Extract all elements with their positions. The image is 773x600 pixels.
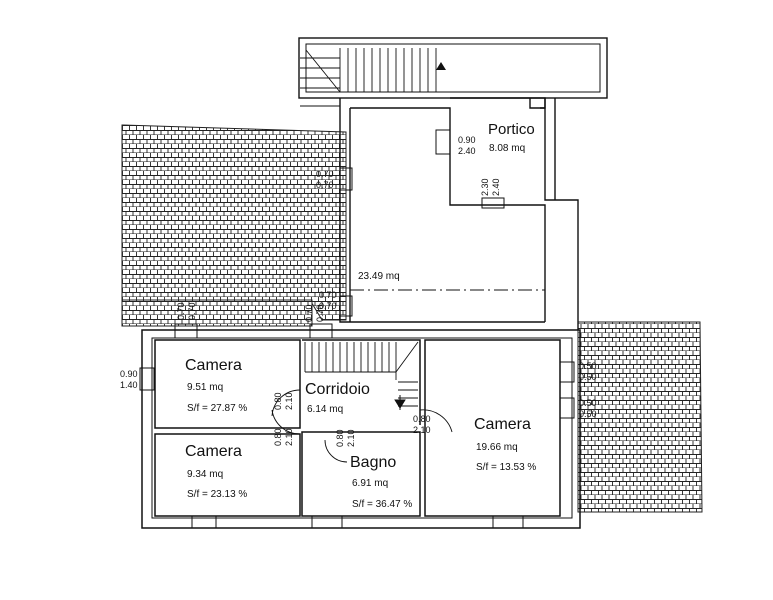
door-camera-1-width: 0.80 [273,392,283,410]
portico-door-height: 2.40 [458,146,476,156]
stairs-lower [304,341,419,410]
terrace-window-width: 0.70 [316,169,334,179]
camera-1-ratio: S/f = 27.87 % [187,403,248,414]
door-camera-1-height: 2.10 [284,392,294,410]
right-window-1-height: 0.50 [579,372,597,382]
portico-label: Portico [488,121,535,138]
portico-area: 8.08 mq [489,143,526,154]
stairs-top [300,48,437,107]
bagno-label: Bagno [350,454,397,471]
bagno-ratio: S/f = 36.47 % [352,499,413,510]
camera-2-ratio: S/f = 23.13 % [187,489,248,500]
left-window-height: 1.40 [120,380,138,390]
roof-left-1-width: 0.70 [176,302,186,320]
bagno-area: 6.91 mq [352,478,389,489]
door-camera-3-height: 2.10 [413,425,431,435]
right-window-2-height: 0.50 [579,409,597,419]
portico-side-width: 2.30 [480,178,490,196]
camera-3-area: 19.66 mq [476,442,518,453]
door-camera-2-width: 0.80 [273,428,283,446]
corridoio-label: Corridoio [305,381,370,398]
door-bagno-width: 0.80 [335,429,345,447]
terrace-low-width: 0.70 [319,290,337,300]
terrace-window-height: 0.70 [316,180,334,190]
terrace-low-height: 0.70 [319,301,337,311]
roof-left-2-height: 0.70 [315,304,325,322]
roof-left-2-width: 0.70 [304,304,314,322]
portico-side-height: 2.40 [491,178,501,196]
door-camera-3-width: 0.80 [413,414,431,424]
camera-3-ratio: S/f = 13.53 % [476,462,537,473]
camera-2-label: Camera [185,443,242,460]
door-bagno-height: 2.10 [346,429,356,447]
camera-3-label: Camera [474,416,531,433]
stair-arrow [436,62,446,70]
camera-1-area: 9.51 mq [187,382,224,393]
roof-right [577,321,703,513]
door-swings [271,389,453,463]
terrace-area: 23.49 mq [358,271,400,282]
camera-2-area: 9.34 mq [187,469,224,480]
corridoio-area: 6.14 mq [307,404,344,415]
window-marks [139,129,575,529]
roof-left [121,124,347,327]
right-window-1-width: 0.50 [579,361,597,371]
portico-door-width: 0.90 [458,135,476,145]
door-camera-2-height: 2.10 [284,428,294,446]
right-window-2-width: 0.50 [579,398,597,408]
roof-left-1-height: 0.70 [187,302,197,320]
camera-1-label: Camera [185,357,242,374]
left-window-width: 0.90 [120,369,138,379]
